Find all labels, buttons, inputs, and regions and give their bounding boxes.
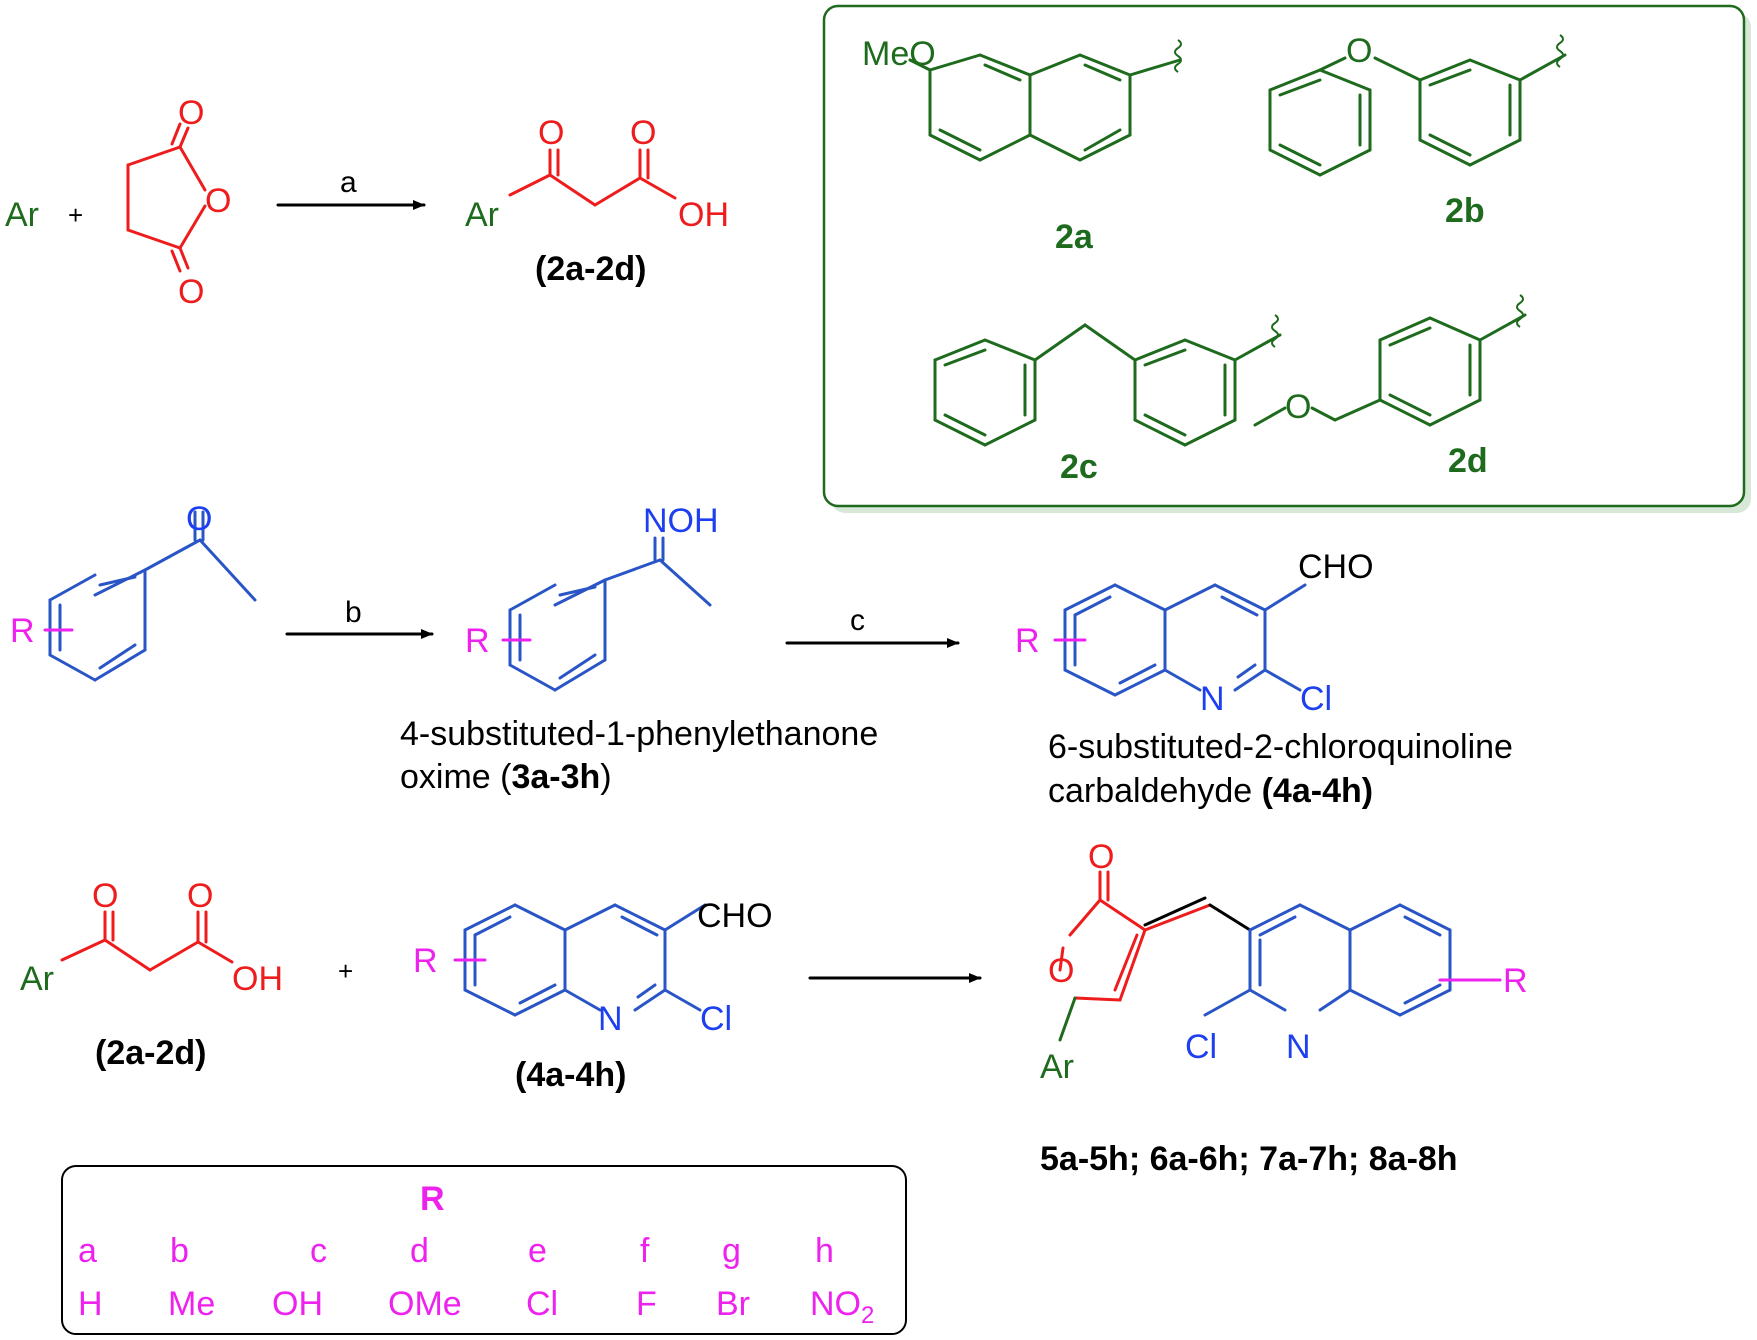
product-label-2a-2d: (2a-2d) (535, 250, 646, 288)
r-table-value-e: Cl (526, 1285, 558, 1323)
product-n-label: N (1286, 1028, 1311, 1066)
aroyl-acid-product-1: Ar O O OH (465, 114, 729, 234)
r-table-value-c: OH (272, 1285, 323, 1323)
quinoline-n-row2: N (1200, 680, 1225, 718)
quinoline-r-row2: R (1015, 622, 1040, 660)
quinoline-r-row3: R (413, 942, 438, 980)
row1-reaction: Ar + O O O a Ar (5, 94, 729, 311)
r-table-key-g: g (722, 1232, 741, 1270)
r-table-key-e: e (528, 1232, 547, 1270)
product-ring-oxygen: O (1048, 952, 1074, 990)
oxime-caption-line2: oxime (3a-3h) (400, 758, 612, 796)
r-table-value-f: F (636, 1285, 657, 1323)
aryl-group-box: MeO 2a O 2b (822, 4, 1751, 513)
r-table-value-b: Me (168, 1285, 215, 1323)
r-table-value-g: Br (716, 1285, 750, 1323)
aryl-box-frame (822, 4, 1746, 508)
final-product-label: 5a-5h; 6a-6h; 7a-7h; 8a-8h (1040, 1140, 1458, 1178)
arrow-c-label: c (850, 604, 865, 637)
succinic-anhydride: O O O (126, 94, 231, 311)
anhydride-oxygen-ring: O (205, 182, 231, 220)
acetophenone-r: R (10, 612, 35, 650)
row3-keto-oxygen: O (92, 877, 118, 915)
quinoline-structure-row2: CHO R N Cl (1015, 548, 1374, 718)
plus-sign-2: + (338, 956, 353, 986)
aryl-2d-label: 2d (1448, 442, 1488, 480)
oxime-noh: NOH (643, 502, 719, 540)
oxime-structure: NOH R (465, 502, 719, 692)
aryl-2b-structure: O (1268, 32, 1567, 177)
row3-acid-oxygen: O (187, 877, 213, 915)
oxime-caption-line1: 4-substituted-1-phenylethanone (400, 715, 878, 753)
aryl-2c-structure (933, 314, 1282, 447)
aryl-2b-oxygen: O (1346, 32, 1372, 70)
quinoline-caption-line2: carbaldehyde (4a-4h) (1048, 772, 1373, 810)
arrow-a-label: a (340, 166, 357, 199)
r-table-value-a: H (78, 1285, 103, 1323)
anhydride-oxygen-top: O (178, 94, 204, 132)
quinoline-cl-row2: Cl (1300, 680, 1332, 718)
aryl-2a-structure: MeO (862, 35, 1182, 162)
aryl-2a-meo: MeO (862, 35, 936, 73)
quinoline-cho-row3: CHO (697, 897, 773, 935)
r-table-key-b: b (170, 1232, 189, 1270)
r-table-key-f: f (640, 1232, 650, 1270)
r-table-key-h: h (815, 1232, 834, 1270)
acetophenone-oxygen: O (186, 500, 212, 538)
aryl-2c-label: 2c (1060, 448, 1098, 486)
anhydride-oxygen-bottom: O (178, 273, 204, 311)
aryl-2b-label: 2b (1445, 192, 1485, 230)
acid-carbonyl-oxygen: O (630, 114, 656, 152)
quinoline-cl-row3: Cl (700, 1000, 732, 1038)
product-ar-label: Ar (1040, 1048, 1074, 1086)
row3-oh-label: OH (232, 960, 283, 998)
row2-reaction: O R b NOH R 4-substituted-1-phenylethano… (10, 500, 1513, 810)
r-table-value-d: OMe (388, 1285, 462, 1323)
row3-ar-label: Ar (20, 960, 54, 998)
r-table-frame (61, 1165, 907, 1335)
oxime-r: R (465, 622, 490, 660)
r-table-key-c: c (310, 1232, 327, 1270)
reactant-ar-label: Ar (5, 196, 39, 234)
product-ar-label: Ar (465, 196, 499, 234)
plus-sign-1: + (68, 200, 83, 230)
row3-acid-label: (2a-2d) (95, 1034, 206, 1072)
aryl-2a-label: 2a (1055, 218, 1094, 256)
aryl-2d-structure: O (1253, 294, 1527, 427)
aroyl-acid-structure-row3: O O Ar OH (20, 877, 283, 998)
arrow-b-label: b (345, 596, 362, 629)
r-table-header: R (420, 1180, 445, 1218)
product-cl-label: Cl (1185, 1028, 1217, 1066)
row3-reaction: O O Ar OH (2a-2d) + (20, 838, 1528, 1178)
keto-oxygen: O (538, 114, 564, 152)
quinoline-structure-row3: CHO R N Cl (413, 897, 773, 1038)
r-table-key-a: a (78, 1232, 97, 1270)
aryl-2d-oxygen: O (1285, 388, 1311, 426)
acetophenone-structure: O R (10, 500, 257, 682)
furanone-quinoline-product: O O Ar Cl N R (1040, 838, 1528, 1086)
quinoline-n-row3: N (598, 1000, 623, 1038)
quinoline-caption-line1: 6-substituted-2-chloroquinoline (1048, 728, 1513, 766)
row3-quinoline-label: (4a-4h) (515, 1056, 626, 1094)
product-carbonyl-oxygen: O (1088, 838, 1114, 876)
product-r-label: R (1503, 962, 1528, 1000)
r-table-key-d: d (410, 1232, 429, 1270)
quinoline-cho-row2: CHO (1298, 548, 1374, 586)
acid-hydroxyl: OH (678, 196, 729, 234)
